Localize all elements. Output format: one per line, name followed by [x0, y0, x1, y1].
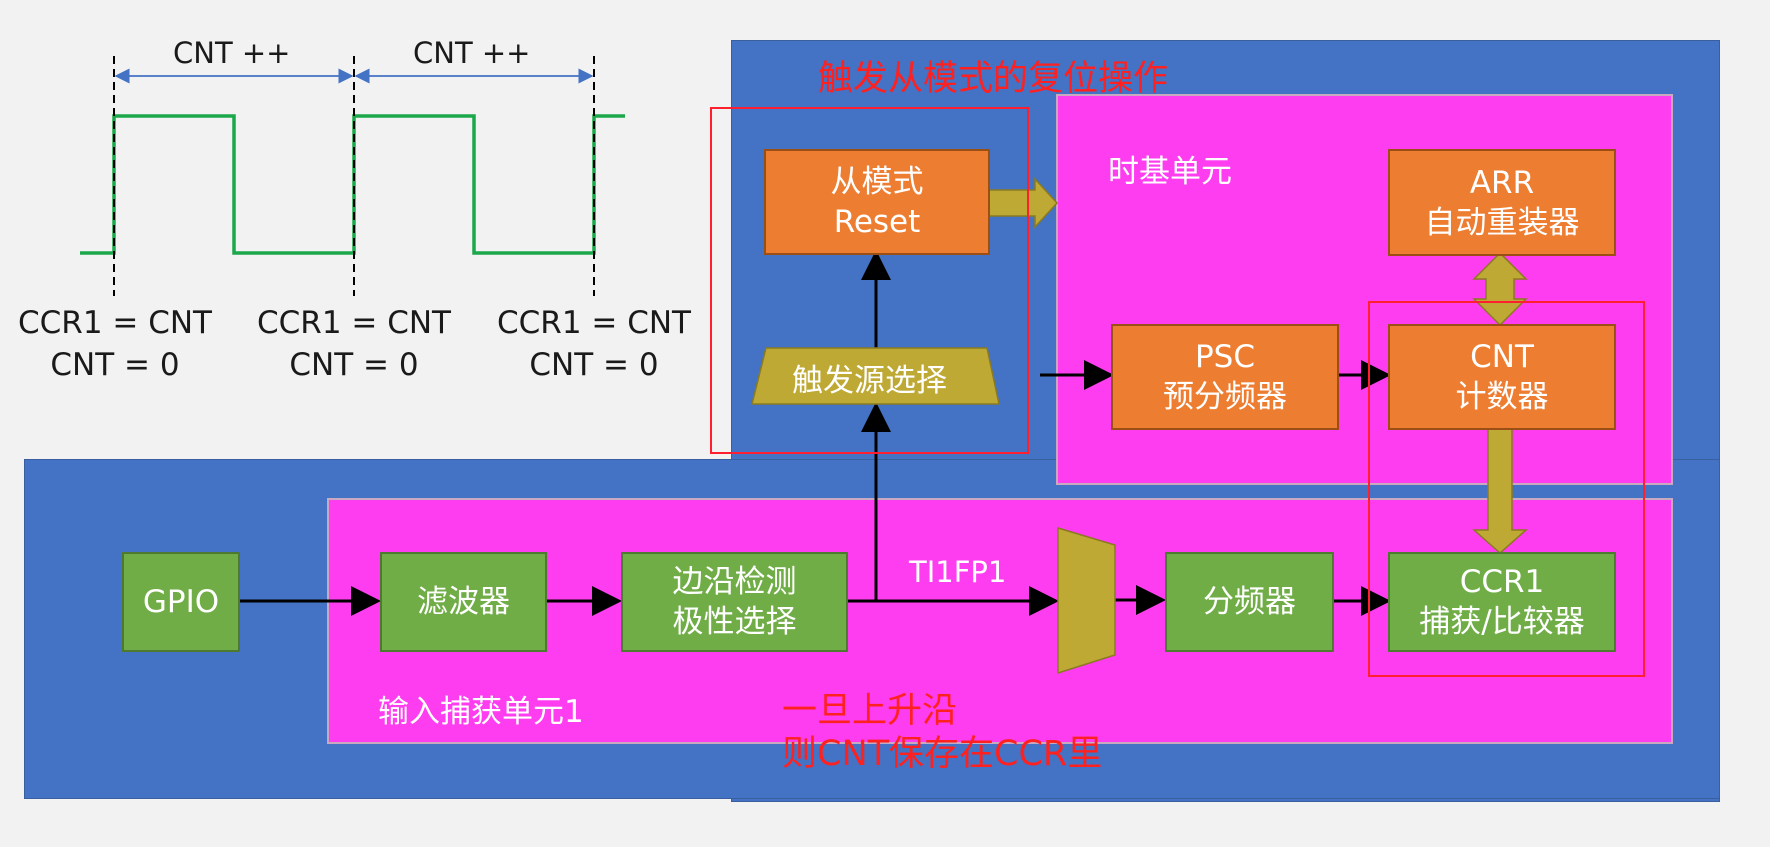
input-mux	[1057, 526, 1116, 675]
ccr1-description: 捕获/比较器	[1419, 604, 1585, 640]
slave-reset-annotation: 触发从模式的复位操作	[818, 59, 1169, 99]
cnt-increment-label-2: CNT ++	[413, 36, 531, 70]
filter-label: 滤波器	[417, 584, 510, 620]
capture-label-1: CCR1 = CNT CNT = 0	[0, 302, 230, 386]
cnt-increment-label-1: CNT ++	[173, 36, 291, 70]
capture-label-3-line2: CNT = 0	[529, 347, 659, 383]
slave-mode-highlight	[710, 107, 1029, 454]
slave-mode-box: 从模式 Reset	[764, 149, 990, 255]
input-capture-title: 输入捕获单元1	[378, 694, 584, 730]
ccr1-box: CCR1 捕获/比较器	[1388, 552, 1616, 652]
prescaler-label: 分频器	[1203, 584, 1296, 620]
prescaler-box: 分频器	[1165, 552, 1334, 652]
ti1fp1-signal-label: TI1FP1	[909, 555, 1007, 589]
gpio-label: GPIO	[142, 584, 220, 620]
arr-label: ARR	[1469, 164, 1535, 201]
cnt-description: 计数器	[1455, 379, 1549, 415]
waveform-signal	[80, 114, 625, 255]
waveform-dashed-markers	[113, 56, 595, 296]
cnt-label: CNT	[1470, 339, 1534, 375]
time-base-title: 时基单元	[1108, 154, 1232, 190]
cnt-box: CNT 计数器	[1388, 324, 1616, 430]
capture-label-2-line1: CCR1 = CNT	[256, 305, 451, 341]
capture-label-2-line2: CNT = 0	[289, 347, 419, 383]
arr-box: ARR 自动重装器	[1388, 149, 1616, 256]
gpio-box: GPIO	[122, 552, 240, 652]
slave-mode-label: 从模式	[830, 164, 924, 200]
cnt-ccr-highlight	[1368, 301, 1645, 677]
psc-description: 预分频器	[1163, 379, 1287, 415]
edge-detect-label: 边沿检测	[672, 564, 797, 600]
ccr1-label: CCR1	[1459, 564, 1545, 600]
arr-description: 自动重装器	[1424, 204, 1580, 241]
trigger-select-shape	[751, 347, 1000, 405]
edge-detect-box: 边沿检测 极性选择	[621, 552, 848, 652]
psc-box: PSC 预分频器	[1111, 324, 1339, 430]
psc-label: PSC	[1194, 339, 1256, 375]
filter-box: 滤波器	[380, 552, 547, 652]
polarity-select-label: 极性选择	[672, 604, 797, 640]
capture-label-1-line2: CNT = 0	[50, 347, 180, 383]
rising-edge-note-line2: 则CNT保存在CCR里	[782, 734, 1103, 774]
capture-label-2: CCR1 = CNT CNT = 0	[239, 302, 469, 386]
capture-label-3: CCR1 = CNT CNT = 0	[479, 302, 709, 386]
capture-label-3-line1: CCR1 = CNT	[496, 305, 691, 341]
block-arrows	[987, 177, 1528, 555]
signal-path-arrows	[238, 250, 1391, 616]
slave-mode-reset: Reset	[833, 204, 921, 240]
capture-label-1-line1: CCR1 = CNT	[17, 305, 212, 341]
trigger-select-label: 触发源选择	[792, 363, 947, 399]
rising-edge-note-line1: 一旦上升沿	[782, 691, 958, 731]
